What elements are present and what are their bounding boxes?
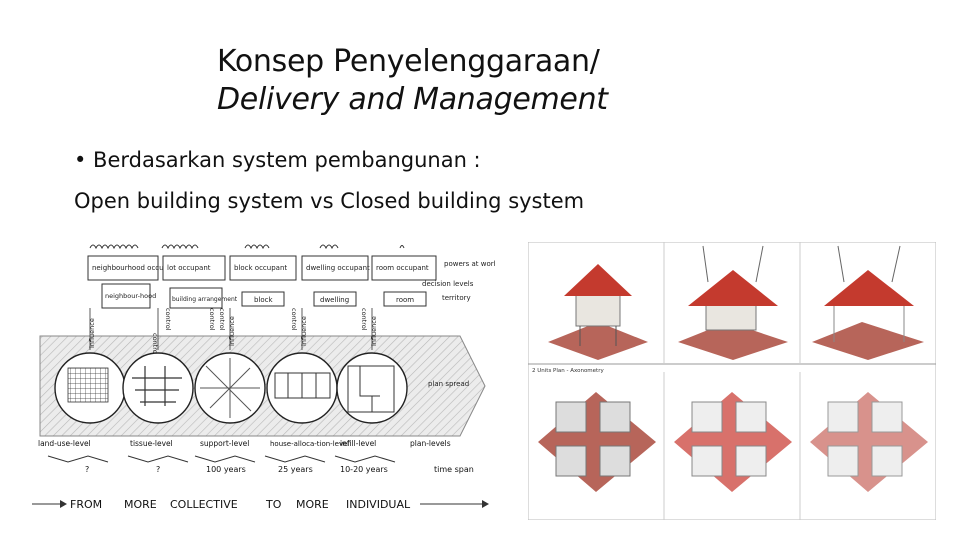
- level-label: plan-levels: [410, 439, 451, 448]
- level-label: land-use-level: [38, 439, 91, 448]
- footer-word: COLLECTIVE: [170, 498, 238, 511]
- arrow-label: control: [164, 308, 172, 331]
- slide-title-line2: Delivery and Management: [217, 82, 608, 117]
- time-value: ?: [156, 465, 160, 474]
- footer-word: INDIVIDUAL: [346, 498, 411, 511]
- arrow-label: influence: [300, 316, 308, 346]
- arrow-label: control: [290, 308, 298, 331]
- arrow-label: control: [360, 308, 368, 331]
- comparison-text: Open building system vs Closed building …: [74, 189, 584, 213]
- level-label: infill-level: [340, 439, 376, 448]
- arrow-label: influence: [370, 316, 378, 346]
- building-system-illustrations: 2 Units Plan - Axonometry: [528, 242, 936, 520]
- territory-label: neighbour-hood: [105, 292, 156, 300]
- right-label: decision levels: [422, 280, 474, 288]
- territory-label: building arrangement: [172, 296, 238, 303]
- open-building-levels-diagram: neighbourhood occupant lot occupant bloc…: [30, 238, 495, 520]
- arrow-label: influence: [228, 316, 236, 346]
- arrow-label: control: [218, 308, 226, 331]
- level-label: tissue-level: [130, 439, 173, 448]
- arrow-label: influence: [88, 318, 96, 348]
- arrow-label: control: [208, 308, 216, 331]
- footer-word: MORE: [124, 498, 157, 511]
- footer-word: FROM: [70, 498, 102, 511]
- tissue-circle: [123, 353, 193, 423]
- level-label: support-level: [200, 439, 249, 448]
- level-label: house-alloca-tion-level: [270, 440, 349, 448]
- arrow-pair: influence: [88, 308, 96, 350]
- time-value: 10-20 years: [340, 465, 388, 474]
- right-label: territory: [442, 294, 471, 302]
- time-value: time span: [434, 465, 474, 474]
- right-label: powers at work: [444, 260, 495, 268]
- occupant-label: dwelling occupant: [306, 264, 370, 272]
- time-brackets: [48, 456, 395, 462]
- footer-word: MORE: [296, 498, 329, 511]
- time-value: ?: [85, 465, 89, 474]
- plan-label: plan spread: [428, 380, 469, 388]
- level-circles: [55, 353, 407, 423]
- panel-caption: 2 Units Plan - Axonometry: [532, 368, 604, 374]
- crowd-icon: [90, 245, 404, 248]
- slide-title-line1: Konsep Penyelenggaraan/: [217, 44, 600, 79]
- territory-label: block: [254, 296, 274, 304]
- occupant-label: block occupant: [234, 264, 287, 272]
- occupant-label: room occupant: [376, 264, 429, 272]
- occupant-label: lot occupant: [167, 264, 211, 272]
- bullet-text: • Berdasarkan system pembangunan :: [74, 148, 481, 172]
- time-value: 100 years: [206, 465, 246, 474]
- territory-label: dwelling: [320, 296, 349, 304]
- territory-label: room: [396, 296, 414, 304]
- time-value: 25 years: [278, 465, 313, 474]
- footer-word: TO: [265, 498, 282, 511]
